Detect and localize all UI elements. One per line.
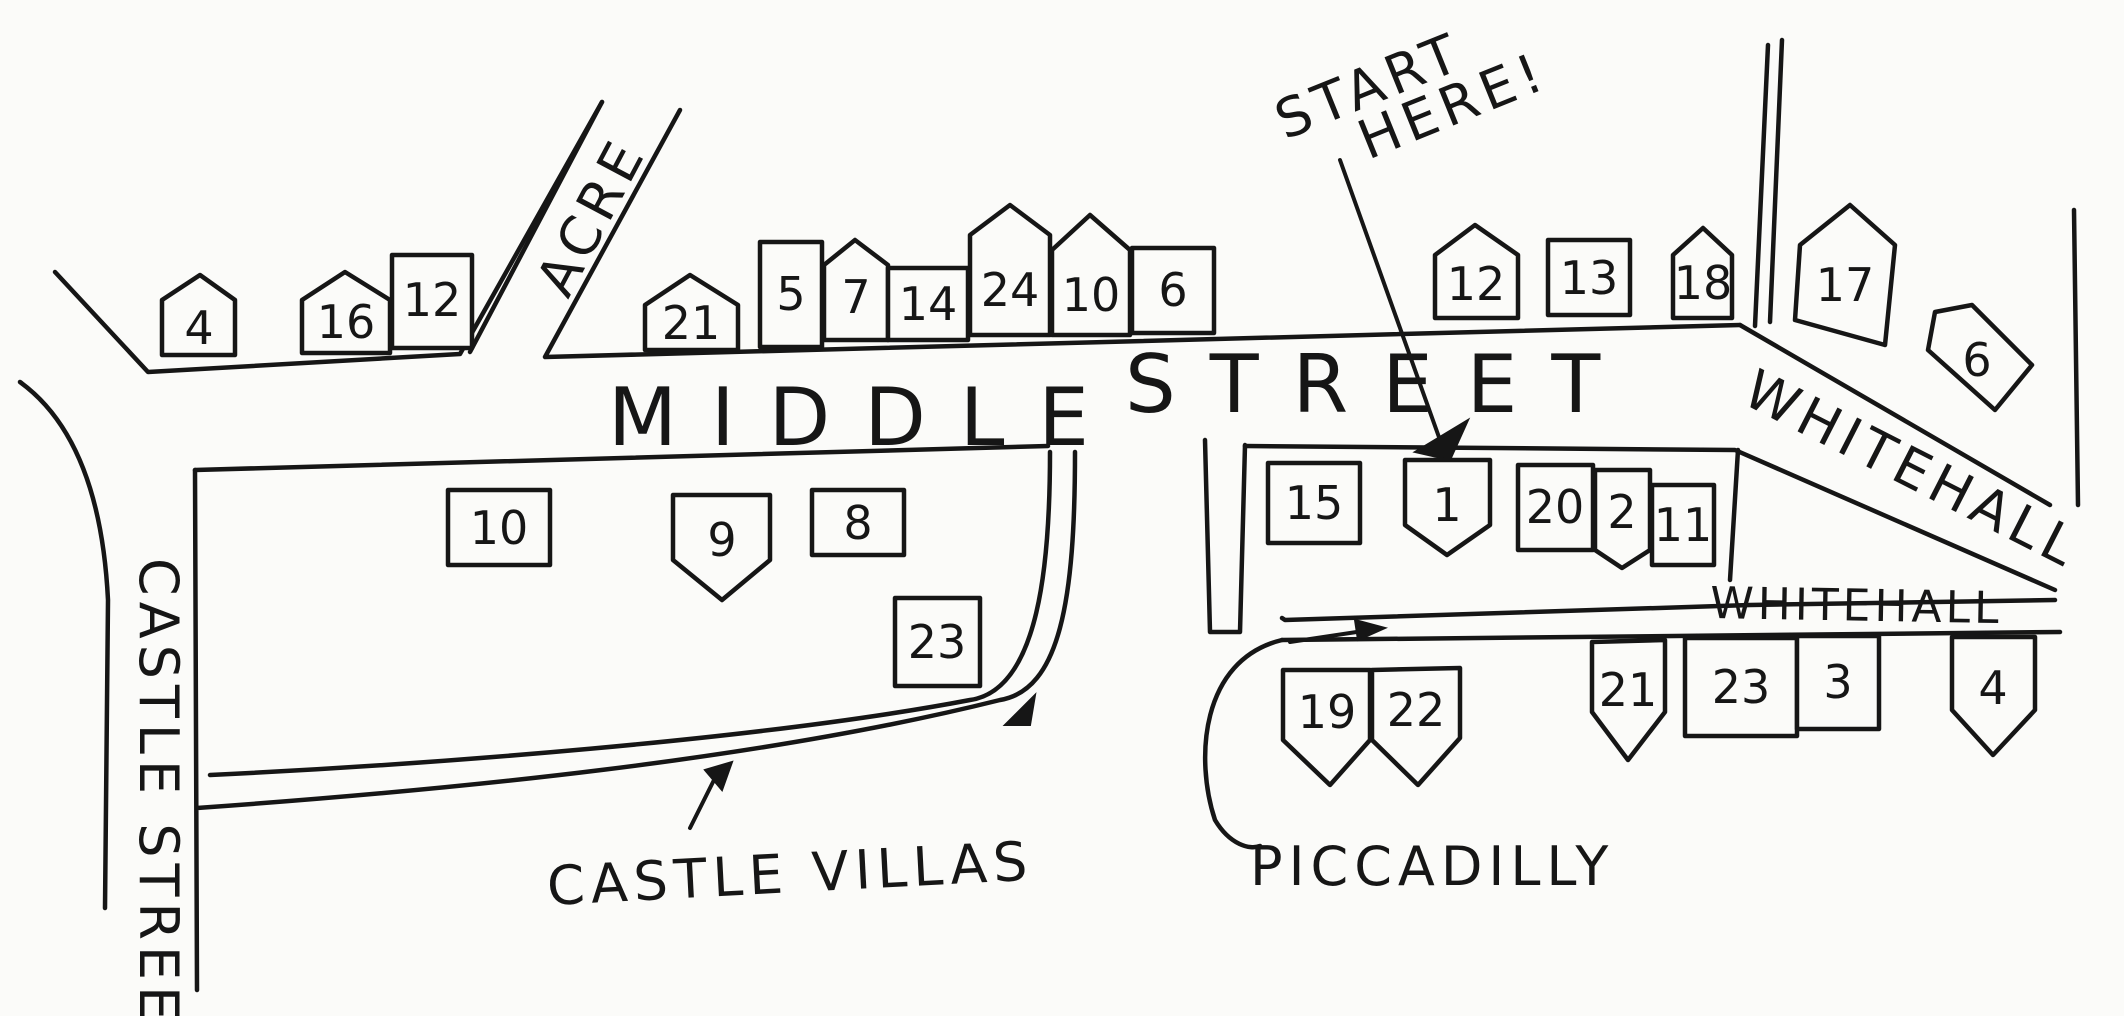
acre-road-west-edge xyxy=(467,99,605,355)
house-22: 22 xyxy=(1369,665,1463,788)
svg-text:21: 21 xyxy=(662,296,721,350)
svg-text:23: 23 xyxy=(908,615,967,669)
house-23: 23 xyxy=(892,595,983,689)
house-18: 18 xyxy=(1670,225,1735,321)
svg-text:10: 10 xyxy=(470,501,529,555)
house-3: 3 xyxy=(1794,633,1882,732)
svg-text:23: 23 xyxy=(1712,660,1771,714)
castle-villas-arrowhead xyxy=(703,760,734,792)
svg-text:15: 15 xyxy=(1285,476,1344,530)
piccadilly-label: PICCADILLY xyxy=(1250,835,1614,898)
svg-text:2: 2 xyxy=(1607,485,1636,539)
house-5: 5 xyxy=(757,239,825,350)
castle-villas-inner xyxy=(207,449,1053,778)
middle-street-south-edge xyxy=(192,443,1051,473)
house-4-whitehall: 4 xyxy=(1949,634,2038,758)
far-east-road xyxy=(2071,207,2081,508)
castle-street-west-edge xyxy=(17,379,111,911)
svg-text:11: 11 xyxy=(1654,498,1713,552)
houses: 4 16 12 21 5 7 14 24 xyxy=(159,202,2038,788)
piccadilly-arrowhead xyxy=(1353,618,1388,642)
east-lane-left xyxy=(1752,42,1771,329)
route-markers xyxy=(688,158,1471,830)
house-24: 24 xyxy=(967,202,1053,338)
street-label: STREET xyxy=(1125,338,1634,431)
house-21-whitehall: 21 xyxy=(1589,637,1668,763)
castle-street-label: CASTLE STREET xyxy=(127,558,190,1016)
svg-text:6: 6 xyxy=(1962,333,1991,387)
house-1: 1 xyxy=(1402,457,1493,558)
whitehall-upper-label: WHITEHALL xyxy=(1734,357,2091,581)
house-14: 14 xyxy=(885,265,971,343)
lane-spur xyxy=(1202,437,1248,635)
house-2: 2 xyxy=(1592,467,1653,571)
house-6-whitehall: 6 xyxy=(1925,302,2035,413)
house-17: 17 xyxy=(1792,202,1898,348)
acre-road-east-edge xyxy=(542,107,1743,360)
house-15: 15 xyxy=(1265,460,1363,546)
roads xyxy=(17,37,2081,993)
house-19: 19 xyxy=(1280,667,1373,788)
house-11: 11 xyxy=(1649,482,1717,568)
house-16: 16 xyxy=(299,269,393,356)
middle-street-south-edge-east xyxy=(1242,443,2058,593)
house-7: 7 xyxy=(821,237,891,343)
whitehall-upper-edge xyxy=(1279,597,2058,623)
svg-text:10: 10 xyxy=(1062,268,1121,322)
east-lane-right xyxy=(1767,37,1785,325)
svg-text:9: 9 xyxy=(707,513,736,567)
whitehall-lower-label: WHITEHALL xyxy=(1710,578,2003,634)
house-10: 10 xyxy=(1049,212,1133,338)
house-12: 12 xyxy=(389,252,475,351)
castle-villas-outer xyxy=(192,449,1078,993)
house-20: 20 xyxy=(1515,462,1596,553)
house-12b: 12 xyxy=(1432,222,1521,321)
svg-text:12: 12 xyxy=(403,273,462,327)
svg-text:12: 12 xyxy=(1447,257,1506,311)
house-8: 8 xyxy=(809,487,907,558)
svg-text:24: 24 xyxy=(981,263,1040,317)
house-23-whitehall: 23 xyxy=(1682,635,1800,739)
start-arrow-line xyxy=(1338,158,1442,442)
svg-text:4: 4 xyxy=(1978,661,2007,715)
start-arrowhead xyxy=(1412,417,1471,462)
middle-street-north-edge-east xyxy=(1737,322,2053,508)
house-6: 6 xyxy=(1129,245,1217,336)
svg-text:19: 19 xyxy=(1298,685,1357,739)
house-13: 13 xyxy=(1545,237,1633,318)
svg-text:5: 5 xyxy=(776,267,805,321)
svg-text:17: 17 xyxy=(1816,258,1875,312)
street-labels: MIDDLE STREET ACRE CASTLE STREET CASTLE … xyxy=(127,20,2091,1016)
svg-text:13: 13 xyxy=(1560,251,1619,305)
house-4: 4 xyxy=(159,272,238,358)
svg-text:3: 3 xyxy=(1823,655,1852,709)
svg-text:20: 20 xyxy=(1526,480,1585,534)
whitehall-lower-edge xyxy=(1279,447,2063,643)
svg-text:22: 22 xyxy=(1387,683,1446,737)
svg-text:1: 1 xyxy=(1432,478,1461,532)
middle-street-north-edge-west xyxy=(52,99,605,375)
house-10-castle-villas: 10 xyxy=(445,487,553,568)
house-21: 21 xyxy=(642,272,741,353)
svg-text:18: 18 xyxy=(1674,256,1733,310)
piccadilly-loop xyxy=(1202,637,1285,850)
castle-villas-label: CASTLE VILLAS xyxy=(545,830,1034,918)
svg-text:6: 6 xyxy=(1158,263,1187,317)
castle-villas-arrowhead-2 xyxy=(1002,692,1037,726)
svg-text:4: 4 xyxy=(184,301,213,355)
svg-text:8: 8 xyxy=(843,496,872,550)
house-9: 9 xyxy=(670,492,773,603)
svg-text:16: 16 xyxy=(317,295,376,349)
middle-label: MIDDLE xyxy=(608,371,1123,464)
svg-text:14: 14 xyxy=(899,277,958,331)
svg-text:7: 7 xyxy=(841,270,870,324)
svg-text:21: 21 xyxy=(1599,663,1658,717)
acre-label: ACRE xyxy=(524,127,659,306)
